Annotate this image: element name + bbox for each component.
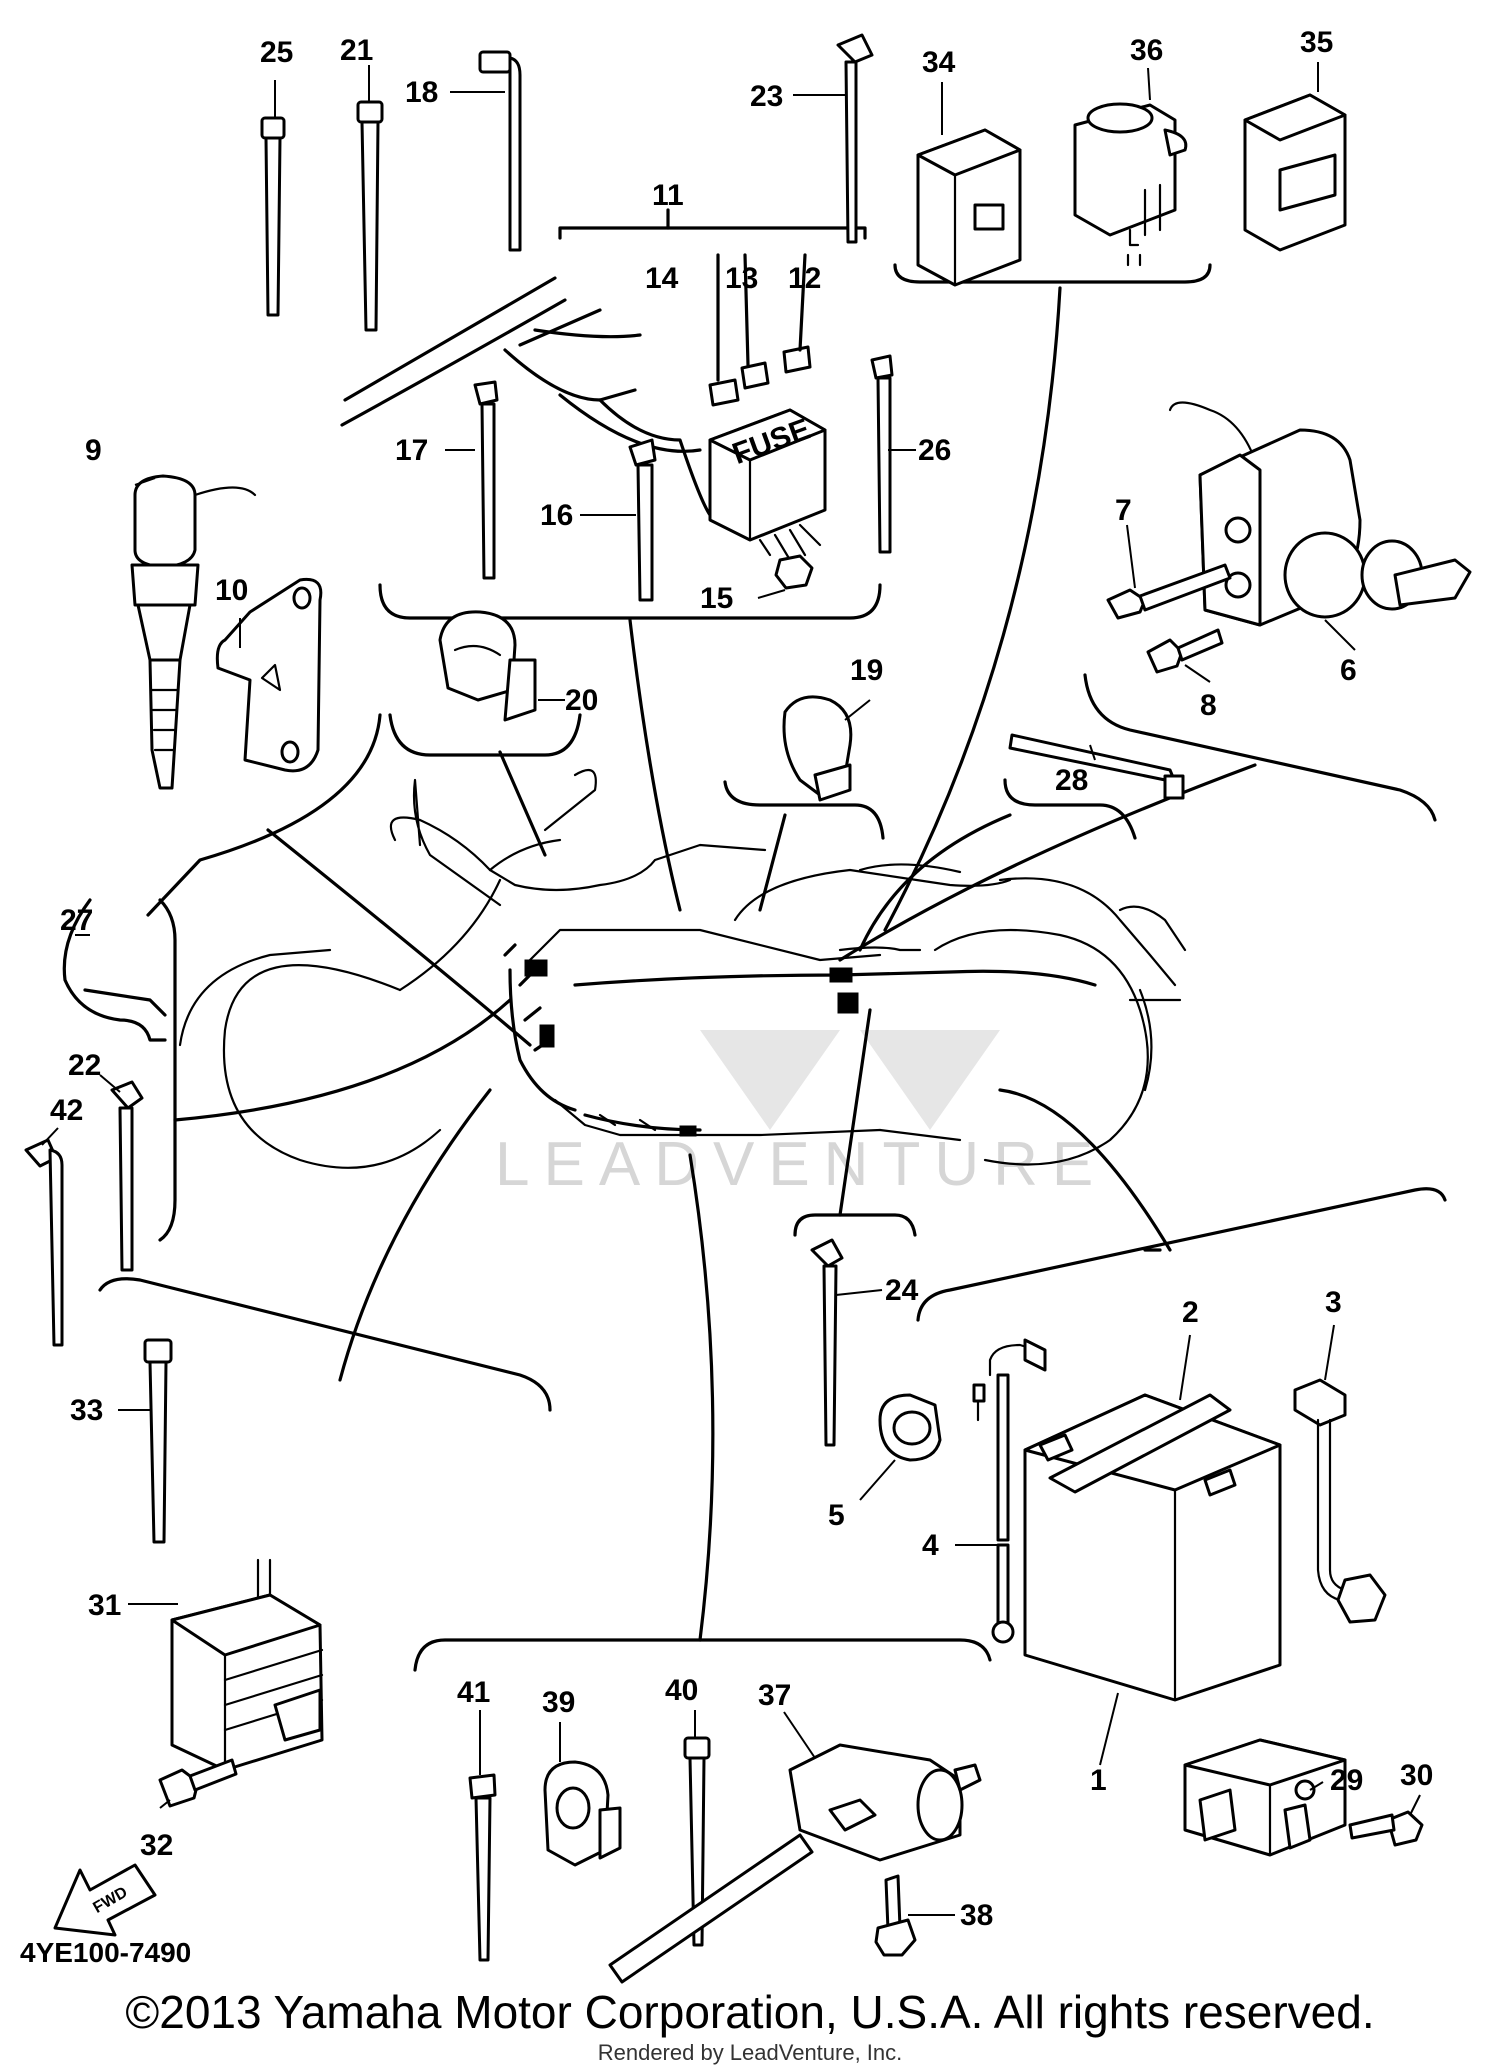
battery-lead-4: [972, 1338, 1047, 1644]
callout-11: 11: [652, 179, 684, 212]
callouts: 1 2 3 4 5 6 7 8 9 10 11 12 13 14 15 16 1…: [50, 26, 1433, 1932]
relay-34: [916, 128, 1022, 287]
cable-tie-17: [473, 380, 499, 580]
group-brackets: [98, 208, 1447, 1672]
rendered-by: Rendered by LeadVenture, Inc.: [597, 2040, 903, 2065]
callout-15: 15: [700, 582, 733, 615]
battery-band-2: [1048, 1393, 1232, 1494]
callout-6: 6: [1340, 654, 1357, 687]
cable-tie-41: [468, 1773, 497, 1962]
harness-on-bike: [503, 943, 1097, 1137]
callout-36: 36: [1130, 34, 1163, 67]
copyright-notice: ©2013 Yamaha Motor Corporation, U.S.A. A…: [125, 1986, 1375, 2038]
cable-tie-40: [683, 1736, 711, 1947]
cable-tie-42: [24, 1138, 64, 1347]
fuse-box: FUSE: [708, 408, 827, 562]
callout-22: 22: [68, 1049, 101, 1082]
callout-30: 30: [1400, 1759, 1433, 1792]
callout-10: 10: [215, 574, 248, 607]
clamp-39: [543, 1760, 622, 1867]
bolt-38: [874, 1874, 917, 1957]
callout-25: 25: [260, 36, 293, 69]
callout-12: 12: [788, 262, 821, 295]
sensor-37: [608, 1743, 982, 1984]
callout-4: 4: [922, 1529, 939, 1562]
callout-14: 14: [645, 262, 679, 295]
callout-19: 19: [850, 654, 883, 687]
battery-cable-3: [1293, 1378, 1387, 1624]
callout-24: 24: [885, 1274, 919, 1307]
callout-7: 7: [1115, 494, 1132, 527]
watermark-text: LEADVENTURE: [495, 1130, 1107, 1199]
main-harness-top: [340, 276, 712, 517]
callout-42: 42: [50, 1094, 83, 1127]
callout-31: 31: [88, 1589, 121, 1622]
clamp-18: [478, 50, 522, 252]
callout-29: 29: [1330, 1764, 1363, 1797]
cable-tie-21: [356, 100, 384, 332]
callout-23: 23: [750, 80, 783, 113]
rectifier-31: [170, 1558, 324, 1772]
group-leaders: [173, 286, 1257, 1642]
cable-tie-16: [628, 438, 657, 602]
callout-28: 28: [1055, 764, 1088, 797]
bolt-30: [1348, 1810, 1424, 1847]
callout-32: 32: [140, 1829, 173, 1862]
callout-37: 37: [758, 1679, 791, 1712]
starter-relay-29: [1183, 1738, 1347, 1857]
callout-1: 1: [1090, 1764, 1107, 1797]
fwd-arrow-icon: FWD: [53, 1863, 157, 1937]
callout-21: 21: [340, 34, 373, 67]
callout-18: 18: [405, 76, 438, 109]
clamp-19: [782, 695, 853, 802]
clamp-20: [438, 610, 537, 722]
callout-33: 33: [70, 1394, 103, 1427]
main-switch-6: [1168, 401, 1472, 627]
flasher-relay-36: [1073, 102, 1188, 267]
cable-tie-25: [260, 116, 286, 317]
cable-tie-22: [110, 1080, 144, 1272]
callout-16: 16: [540, 499, 573, 532]
callout-2: 2: [1182, 1296, 1199, 1329]
cable-tie-33: [143, 1338, 173, 1544]
callout-34: 34: [922, 46, 956, 79]
callout-27: 27: [60, 904, 93, 937]
cable-tie-23: [836, 33, 874, 244]
callout-35: 35: [1300, 26, 1333, 59]
cable-tie-26: [870, 354, 894, 554]
callout-3: 3: [1325, 1286, 1342, 1319]
callout-leaders: [41, 62, 1421, 1916]
screw-8: [1146, 628, 1224, 674]
motorcycle-outline: [178, 768, 1187, 1169]
leader-12: [798, 253, 807, 352]
fuse-13: [740, 361, 770, 390]
callout-38: 38: [960, 1899, 993, 1932]
leader-13: [743, 253, 750, 367]
cable-tie-24: [810, 1238, 844, 1447]
screw-15: [774, 554, 814, 590]
callout-20: 20: [565, 684, 598, 717]
bracket-10: [215, 577, 323, 773]
fuse-12: [782, 345, 812, 374]
clamp-5: [878, 1393, 942, 1462]
diagram-code: 4YE100-7490: [20, 1937, 192, 1968]
bolt-32: [158, 1758, 238, 1808]
clip-27: [62, 898, 167, 1042]
callout-9: 9: [85, 434, 102, 467]
callout-26: 26: [918, 434, 951, 467]
callout-40: 40: [665, 1674, 698, 1707]
callout-5: 5: [828, 1499, 845, 1532]
callout-8: 8: [1200, 689, 1217, 722]
relay-35: [1243, 93, 1347, 252]
band-28: [1008, 733, 1185, 800]
callout-39: 39: [542, 1686, 575, 1719]
screw-7: [1106, 563, 1232, 620]
callout-13: 13: [725, 262, 758, 295]
callout-17: 17: [395, 434, 428, 467]
fuse-14: [708, 378, 740, 407]
watermark: LEADVENTURE: [495, 1030, 1107, 1199]
callout-41: 41: [457, 1676, 490, 1709]
neutral-switch-9: [130, 474, 257, 790]
